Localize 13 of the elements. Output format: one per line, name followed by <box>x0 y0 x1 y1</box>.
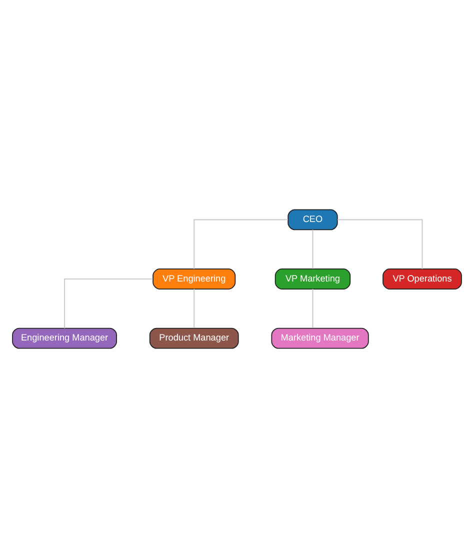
node-box: Engineering Manager <box>12 327 117 348</box>
node-box: Marketing Manager <box>271 327 369 348</box>
connector <box>194 218 288 268</box>
connector <box>312 229 314 268</box>
connector <box>194 288 195 328</box>
node-box: VP Operations <box>382 268 462 289</box>
node-box: Product Manager <box>149 327 239 348</box>
node-box: CEO <box>288 208 338 230</box>
node-box: VP Marketing <box>274 268 351 289</box>
connector <box>64 278 153 328</box>
connector <box>338 218 423 268</box>
connector <box>312 288 314 328</box>
node-box: VP Engineering <box>152 268 236 289</box>
